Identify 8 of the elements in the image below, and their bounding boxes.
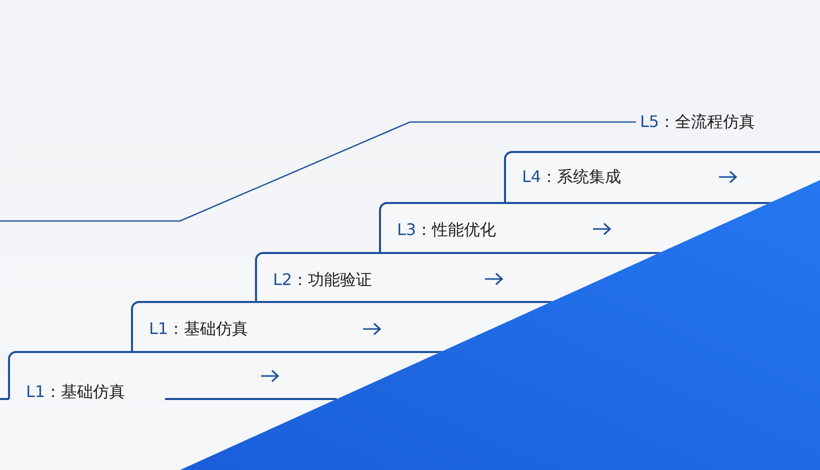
level-label: L5：全流程仿真	[640, 112, 756, 132]
step-box	[504, 151, 820, 202]
stair-line	[0, 121, 636, 222]
step-label: L1：基础仿真	[26, 382, 126, 402]
step-label: L4：系统集成	[522, 167, 622, 187]
step-label: L1：基础仿真	[149, 319, 248, 339]
step-label: L2：功能验证	[273, 270, 372, 290]
step-label: L3：性能优化	[397, 220, 496, 240]
